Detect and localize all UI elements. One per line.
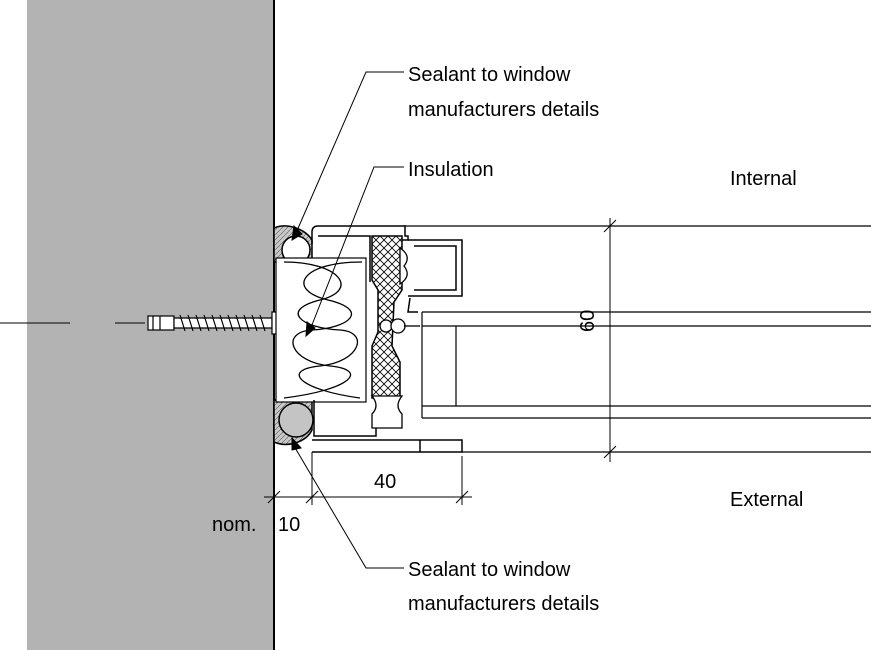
sealant-bottom-label-line2: manufacturers details xyxy=(408,593,600,615)
insulation-label: Insulation xyxy=(408,159,494,181)
backing-rod-bottom xyxy=(278,402,314,438)
dimension-nom-prefix-label: nom. xyxy=(212,514,257,536)
sealant-top-label-line1: Sealant to window xyxy=(408,64,571,86)
internal-side-label: Internal xyxy=(730,168,797,190)
leader-lines xyxy=(291,71,404,569)
insulation-fill xyxy=(275,257,367,403)
dimension-60-label: 60 xyxy=(577,309,599,332)
sealant-bottom-label-line1: Sealant to window xyxy=(408,559,571,581)
thermal-break xyxy=(371,235,403,399)
dimension-40-and-10 xyxy=(264,452,472,505)
dimension-40-label: 40 xyxy=(374,471,397,493)
glazing-unit xyxy=(404,225,871,453)
window-frame-profile xyxy=(311,225,463,453)
external-side-label: External xyxy=(730,489,804,511)
dimension-60 xyxy=(603,218,617,462)
sealant-top-label-line2: manufacturers details xyxy=(408,99,600,121)
dimension-10-label: 10 xyxy=(278,514,301,536)
insulation-symbol xyxy=(283,261,361,399)
gaskets xyxy=(370,246,420,429)
